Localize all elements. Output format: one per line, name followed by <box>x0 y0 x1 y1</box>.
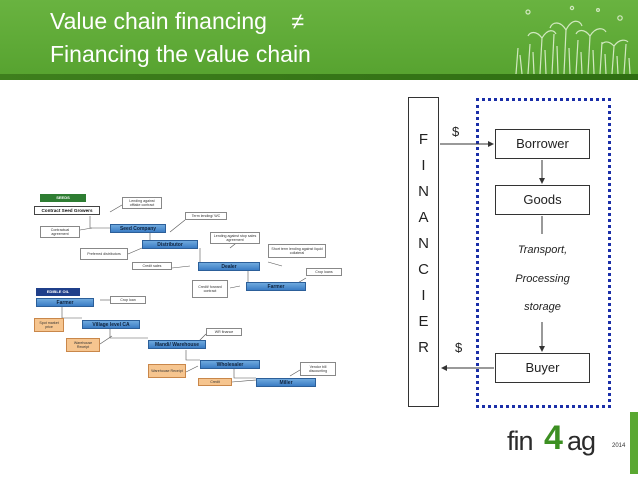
slide-title-line-2: Financing the value chain <box>50 41 311 67</box>
grass-decoration-icon <box>515 5 631 74</box>
note-warehouse-receipt-2: Warehouse Receipt <box>148 364 186 378</box>
title-value-chain-financing: Value chain financing <box>50 8 267 34</box>
note-short-term-lending: Short term lending against liquid collat… <box>268 244 326 258</box>
financier-letter: A <box>418 209 429 226</box>
borrower-node: Borrower <box>495 129 590 159</box>
buyer-node: Buyer <box>495 353 590 383</box>
note-lending-stop-sales: Lending against stop sales agreement <box>210 232 260 244</box>
header-banner: Value chain financing ≠ Financing the va… <box>0 0 638 80</box>
note-lending-offtake: Lending against offtake contract <box>122 197 162 209</box>
financier-letter: N <box>418 235 429 252</box>
note-vendor-bill-discounting: Vendor bill discounting <box>300 362 336 376</box>
note-credit: Credit <box>198 378 232 386</box>
financier-letter: F <box>418 131 429 148</box>
seeds-section-header: SEEDS <box>40 194 86 202</box>
financier-box: F I N A N C I E R <box>408 97 439 407</box>
note-crop-loan: Crop loan <box>110 296 146 304</box>
fin4ag-logo: fin 4 ag 2014 <box>507 419 632 470</box>
header-bottom-stripe <box>0 74 638 80</box>
seed-company-box: Seed Company <box>110 224 166 233</box>
dealer-box: Dealer <box>198 262 260 271</box>
note-wr-finance: WR finance <box>206 328 242 336</box>
processing-label: Processing <box>515 273 570 285</box>
financier-letter: I <box>421 157 426 174</box>
note-crop-loans: Crop loans <box>306 268 342 276</box>
wholesaler-box: Wholesaler <box>200 360 260 369</box>
financier-letter: I <box>421 287 426 304</box>
logo-text-fin: fin <box>507 426 534 456</box>
note-credit-forward-contract: Credit/ forward contract <box>192 280 228 298</box>
storage-label: storage <box>524 301 561 313</box>
financier-letter: N <box>418 183 429 200</box>
miller-box: Miller <box>256 378 316 387</box>
financier-letter: R <box>418 339 429 356</box>
logo-green-bar <box>630 412 638 474</box>
not-equal-symbol: ≠ <box>291 8 304 34</box>
logo-text-ag: ag <box>567 426 596 456</box>
financier-letter: E <box>418 313 429 330</box>
note-warehouse-receipt-1: Warehouse Receipt <box>66 338 100 352</box>
dollar-label-top: $ <box>452 124 460 139</box>
slide-title-line-1: Value chain financing ≠ <box>50 8 304 35</box>
note-term-lending: Term lending/ WC <box>185 212 227 220</box>
logo-text-digit: 4 <box>544 419 563 457</box>
farmer-oil-box: Farmer <box>36 298 94 307</box>
dollar-label-bottom: $ <box>455 340 463 355</box>
logo-year: 2014 <box>612 443 626 449</box>
financier-letter: C <box>418 261 429 278</box>
note-preferred-distributors: Preferred distributors <box>80 248 128 260</box>
note-credit-sales: Credit sales <box>132 262 172 270</box>
value-chain-dotted-box <box>476 98 611 408</box>
transport-label: Transport, <box>517 244 568 256</box>
village-level-ca-box: Village level CA <box>82 320 140 329</box>
note-spot-market-price: Spot market price <box>34 318 64 332</box>
farmer-seed-box: Farmer <box>246 282 306 291</box>
distributor-box: Distributor <box>142 240 198 249</box>
edible-oil-section-header: EDIBLE OIL <box>36 288 80 296</box>
contract-seed-growers-box: Contract Seed Growers <box>34 206 100 215</box>
note-contractual-agreement: Contractual agreement <box>40 226 80 238</box>
mandi-warehouse-box: Mandi/ Warehouse <box>148 340 206 349</box>
goods-node: Goods <box>495 185 590 215</box>
